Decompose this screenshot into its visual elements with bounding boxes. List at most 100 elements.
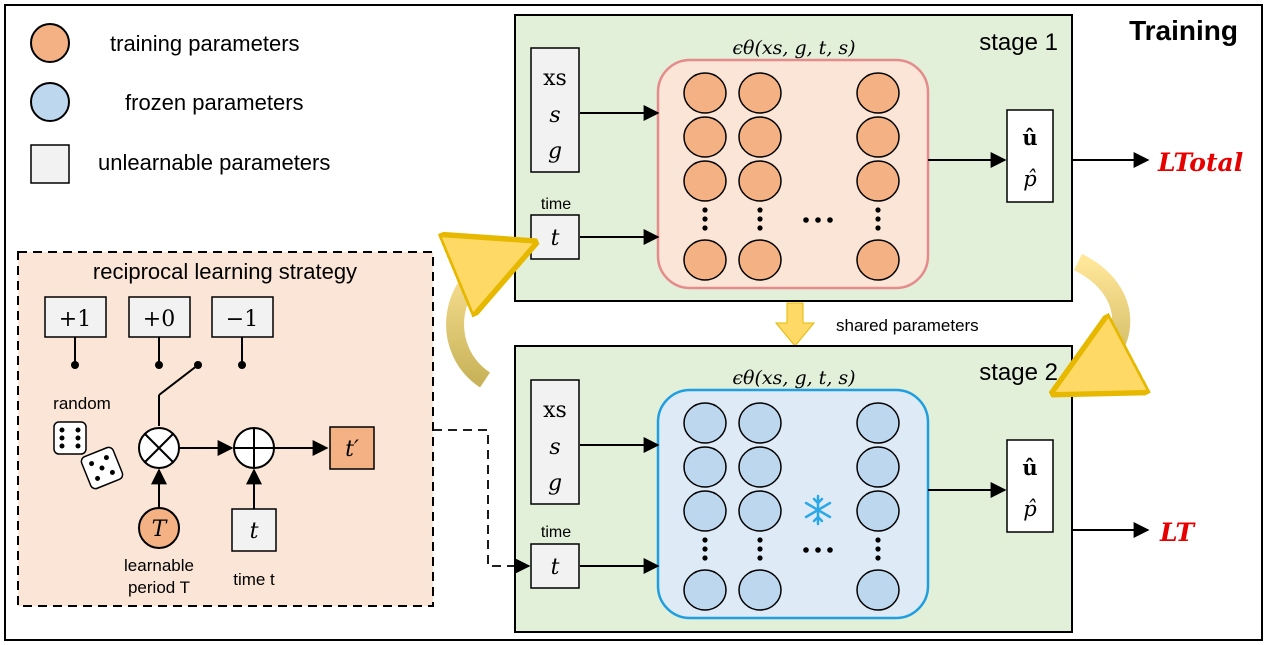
stage-1-input-xs: xs	[543, 66, 567, 91]
stage-2-network-box	[656, 388, 930, 620]
stage-2-node	[738, 490, 782, 532]
stage-2-input-g: g	[548, 471, 562, 496]
shared-parameters: shared parameters	[774, 302, 979, 347]
stage-2-time-label: time	[541, 524, 571, 541]
stage-1-column-ellipsis-dot	[815, 217, 821, 223]
stage-1-ellipsis-dot	[757, 216, 763, 222]
shared-parameters-label: shared parameters	[836, 316, 979, 335]
stage-2-input-s: s	[549, 435, 560, 460]
stage-2-node	[856, 446, 900, 488]
stage-2-column-ellipsis-dot	[803, 547, 809, 553]
stage-1-ellipsis-dot	[757, 207, 763, 213]
stage-2-ellipsis-dot	[875, 555, 881, 561]
legend-training-label: training parameters	[110, 31, 300, 56]
stage-1-ellipsis-dot	[702, 207, 708, 213]
stage-2-node	[856, 402, 900, 444]
stage-1-time-var: t	[551, 226, 560, 251]
stage-1-network-label: ϵθ(xs, g, t, s)	[732, 37, 855, 59]
stage-2-network-label: ϵθ(xs, g, t, s)	[732, 367, 855, 389]
legend-frozen-label: frozen parameters	[125, 90, 304, 115]
multiply-node	[138, 427, 180, 469]
switch-lever	[158, 364, 199, 396]
output-tprime: t′	[345, 437, 359, 462]
stage-1-ellipsis-dot	[875, 207, 881, 213]
output-tprime-box	[329, 426, 375, 470]
stage-1-node	[856, 72, 900, 114]
reciprocal-learning-strategy-panel: reciprocal learning strategy +1 +0 −1 ra…	[17, 251, 434, 607]
stage-2-node	[856, 490, 900, 532]
stage-1-node	[738, 72, 782, 114]
stage-1-ellipsis-dot	[702, 216, 708, 222]
add-node	[233, 427, 275, 469]
learnable-period-label-1: learnable	[124, 556, 194, 575]
time-t-label: time t	[233, 570, 275, 589]
time-t-box	[231, 508, 277, 552]
legend-unlearnable-swatch	[30, 144, 70, 184]
stage-1-input-box	[530, 47, 580, 173]
stage-2-ellipsis-dot	[757, 537, 763, 543]
legend: training parameters frozen parameters un…	[30, 23, 330, 184]
stage-1-node	[856, 116, 900, 158]
stage-2-ellipsis-dot	[702, 555, 708, 561]
snowflake-icon	[804, 494, 832, 526]
random-label: random	[53, 394, 111, 413]
strategy-to-stage-2-connector	[433, 429, 531, 574]
stage-1-node	[738, 239, 782, 281]
stage-2-node	[856, 569, 900, 611]
stage-2-time-box	[530, 543, 580, 589]
option-plus-zero: +0	[143, 307, 175, 332]
stage-1-nodes	[683, 72, 900, 281]
stage-1-node	[683, 72, 727, 114]
stage-1-time-label: time	[541, 196, 571, 213]
stage-2-ellipsis-dot	[702, 537, 708, 543]
time-t-var: t	[250, 519, 259, 544]
contact-dot-2	[155, 361, 163, 369]
stage-1-node	[683, 116, 727, 158]
stage-1-node	[683, 239, 727, 281]
switch-tip	[194, 361, 202, 369]
stage-1-label: stage 1	[979, 29, 1058, 56]
stage-1-loss-full: LTotal	[1157, 148, 1243, 177]
stage-1-node	[856, 239, 900, 281]
dice-icon	[53, 421, 124, 490]
stage-1-ellipsis-dot	[757, 225, 763, 231]
stage-2-ellipsis-dot	[702, 546, 708, 552]
learnable-period-label-2: period T	[128, 578, 190, 597]
stage-1-node	[856, 160, 900, 202]
option-plus-one-box	[44, 296, 107, 338]
cycle-arrow-left	[455, 255, 505, 388]
stage-2-input-xs: xs	[543, 398, 567, 423]
stage-2-column-ellipsis-dot	[815, 547, 821, 553]
legend-frozen-swatch	[30, 82, 70, 122]
stage-1-output-box	[1006, 109, 1054, 203]
shared-parameters-arrow	[774, 302, 816, 347]
option-plus-zero-box	[128, 296, 191, 338]
stage-2-panel: stage 2 ϵθ(xs, g, t, s) xs s g time t û …	[514, 345, 1197, 633]
stage-1-network-box	[656, 58, 930, 290]
stage-1-column-ellipsis-dot	[803, 217, 809, 223]
stage-2-node	[738, 402, 782, 444]
stage-2-output-p: p̂	[1023, 497, 1036, 521]
contact-dot-1	[71, 361, 79, 369]
stage-1-loss-label: LTotal	[1157, 148, 1243, 177]
stage-2-node	[738, 446, 782, 488]
cycle-arrow-right	[1078, 253, 1121, 378]
stage-1-ellipsis-dot	[875, 216, 881, 222]
stage-1-ellipsis-dot	[702, 225, 708, 231]
stage-1-output-p: p̂	[1023, 167, 1036, 191]
option-plus-one: +1	[59, 307, 91, 332]
option-minus-one-box	[211, 296, 274, 338]
stage-1-node	[738, 116, 782, 158]
stage-2-input-box	[530, 379, 580, 505]
stage-1-node	[683, 160, 727, 202]
stage-1-panel: stage 1 ϵθ(xs, g, t, s) xs s g time t û …	[514, 14, 1243, 302]
stage-2-ellipsis-dot	[757, 555, 763, 561]
stage-2-output-box	[1006, 439, 1054, 533]
stage-1-column-ellipsis-dot	[827, 217, 833, 223]
stage-2-node	[683, 569, 727, 611]
stage-1-output-u: û	[1022, 125, 1037, 150]
stage-2-node	[683, 490, 727, 532]
strategy-title: reciprocal learning strategy	[93, 259, 357, 284]
